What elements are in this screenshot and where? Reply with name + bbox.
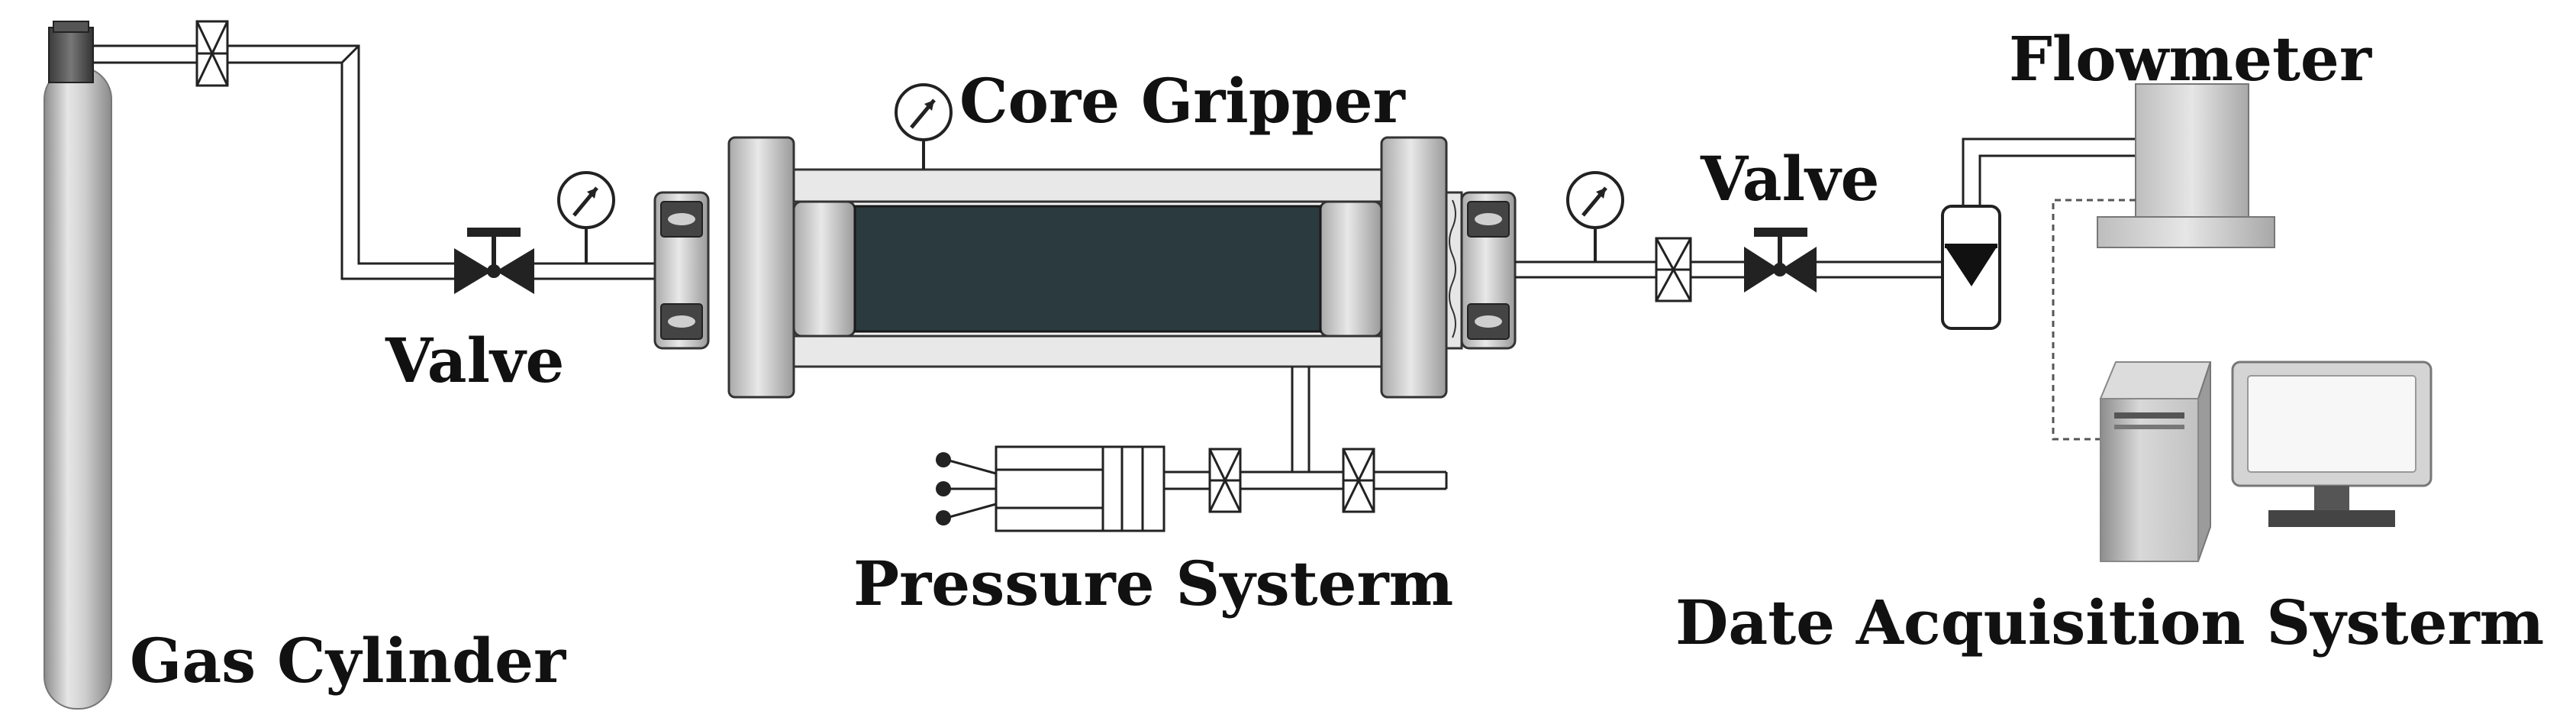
label-flowmeter: Flowmeter bbox=[2009, 23, 2372, 95]
pressure-valve-1 bbox=[1208, 448, 1242, 513]
label-valve-left: Valve bbox=[385, 325, 564, 396]
core-gripper bbox=[653, 136, 1534, 399]
cylinder-outlet-valve bbox=[195, 20, 229, 87]
inlet-pipe bbox=[534, 262, 664, 280]
label-gas-cylinder: Gas Cylinder bbox=[130, 625, 566, 697]
label-core-gripper: Core Gripper bbox=[959, 65, 1406, 137]
pressure-system-connectors bbox=[936, 452, 951, 525]
pressure-system bbox=[946, 367, 1448, 532]
outlet-inline-valve bbox=[1655, 237, 1692, 302]
separator-vessel bbox=[1941, 205, 2001, 330]
pressure-valve-2 bbox=[1342, 448, 1375, 513]
valve-left bbox=[454, 228, 534, 294]
outlet-pipe bbox=[1534, 260, 1942, 279]
gas-supply-pipe bbox=[93, 44, 454, 280]
label-valve-right: Valve bbox=[1700, 143, 1879, 215]
flowmeter bbox=[2097, 83, 2275, 248]
label-data-acquisition: Date Acquisition Systerm bbox=[1675, 587, 2544, 658]
gas-cylinder bbox=[44, 21, 112, 710]
signal-cable bbox=[2052, 199, 2136, 441]
computer-tower bbox=[2099, 361, 2212, 562]
computer-monitor bbox=[2231, 360, 2433, 527]
valve-right bbox=[1744, 228, 1817, 293]
label-pressure-system: Pressure Systerm bbox=[853, 548, 1453, 619]
pressure-gauge-right bbox=[1566, 171, 1624, 262]
flowmeter-pipe bbox=[1962, 137, 2145, 206]
pressure-gauge-left bbox=[557, 171, 615, 264]
pressure-gauge-core bbox=[895, 83, 953, 170]
